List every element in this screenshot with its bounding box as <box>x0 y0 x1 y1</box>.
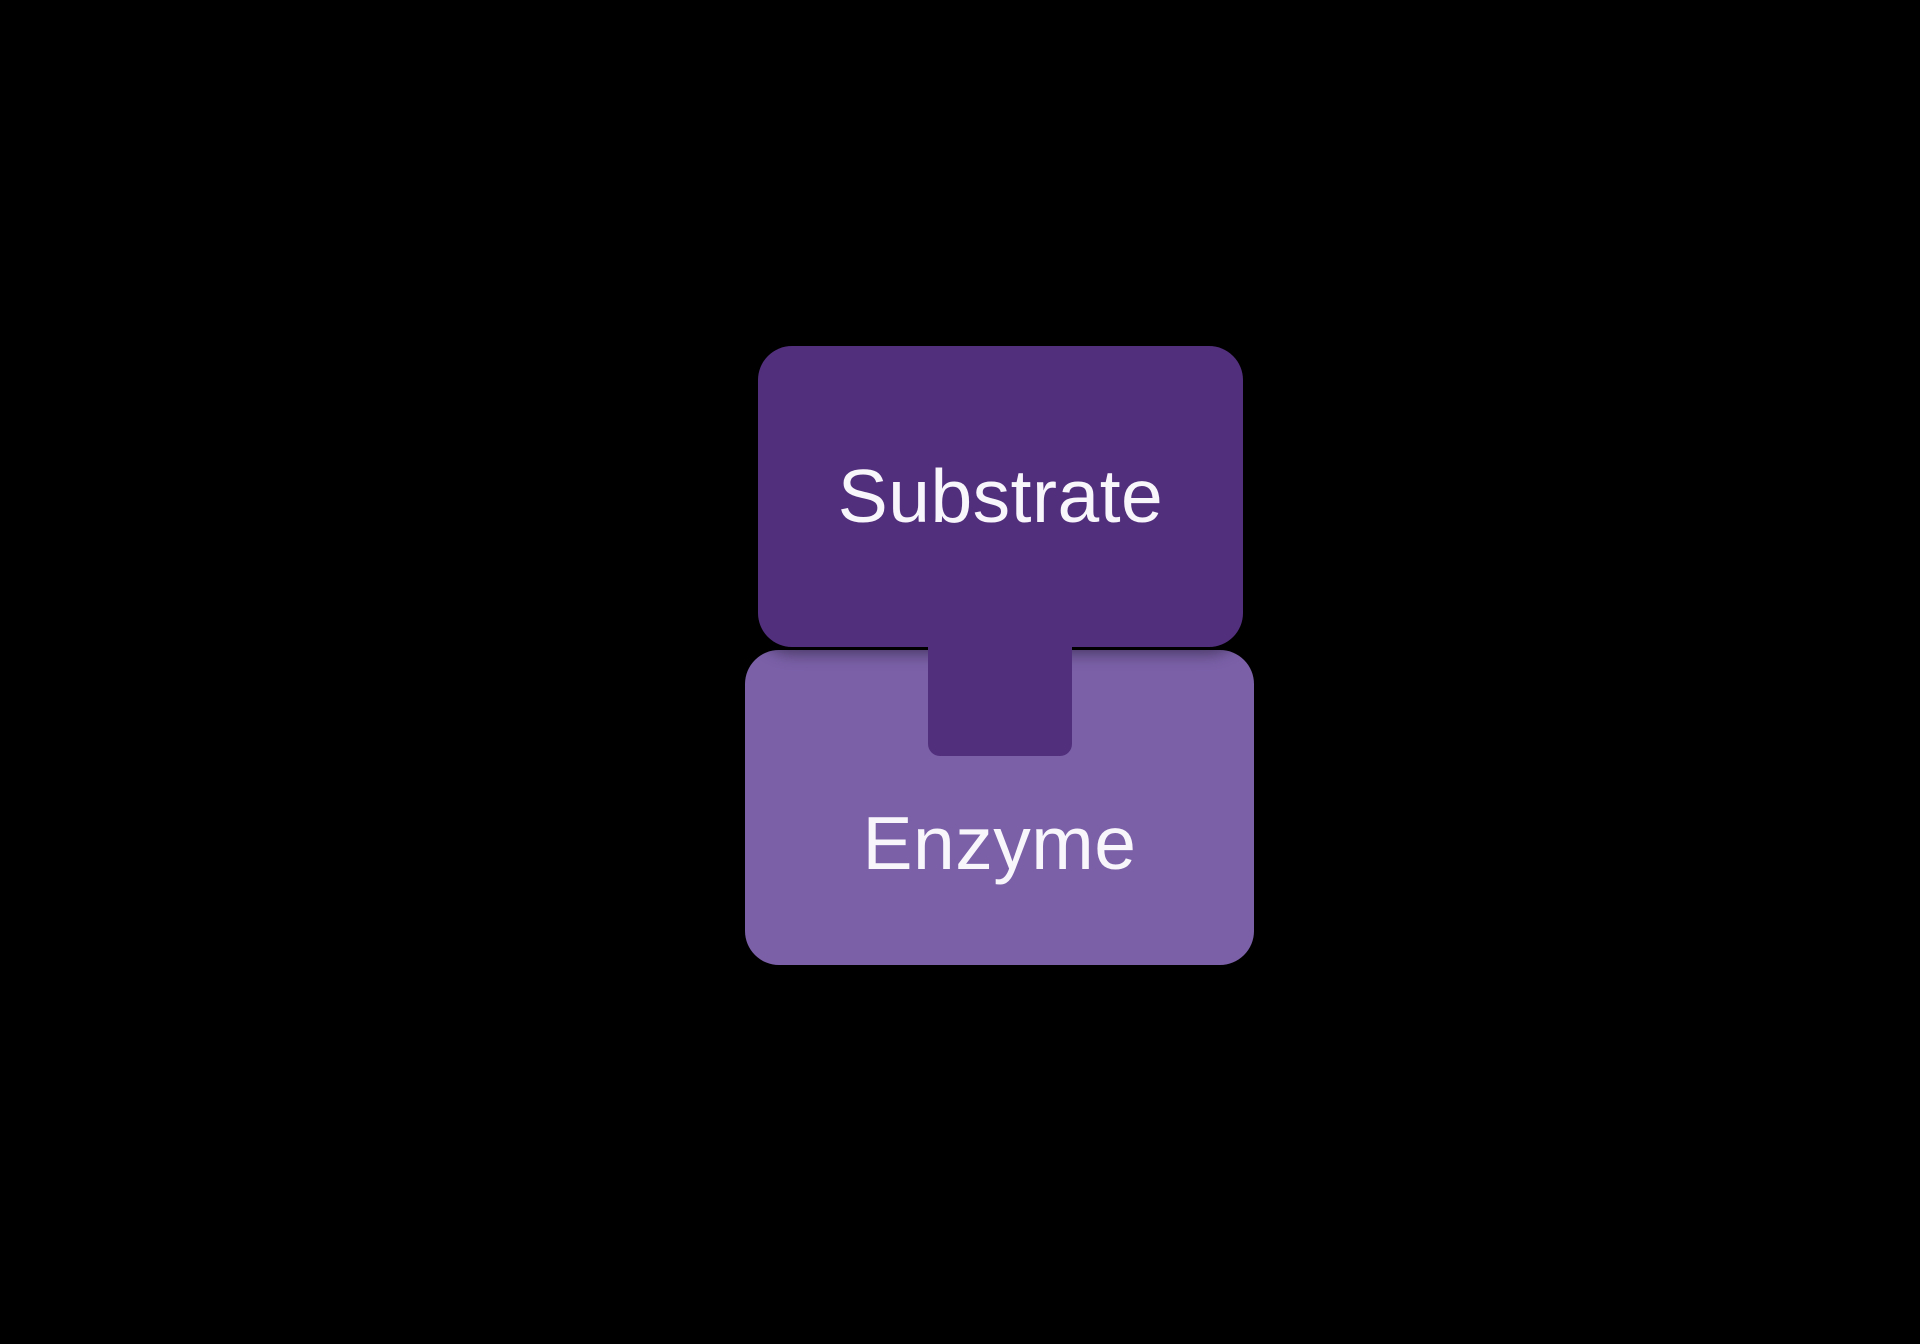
enzyme-label: Enzyme <box>862 801 1137 886</box>
substrate-tab <box>928 645 1072 756</box>
substrate-node: Substrate <box>758 346 1243 647</box>
substrate-label: Substrate <box>837 454 1164 539</box>
